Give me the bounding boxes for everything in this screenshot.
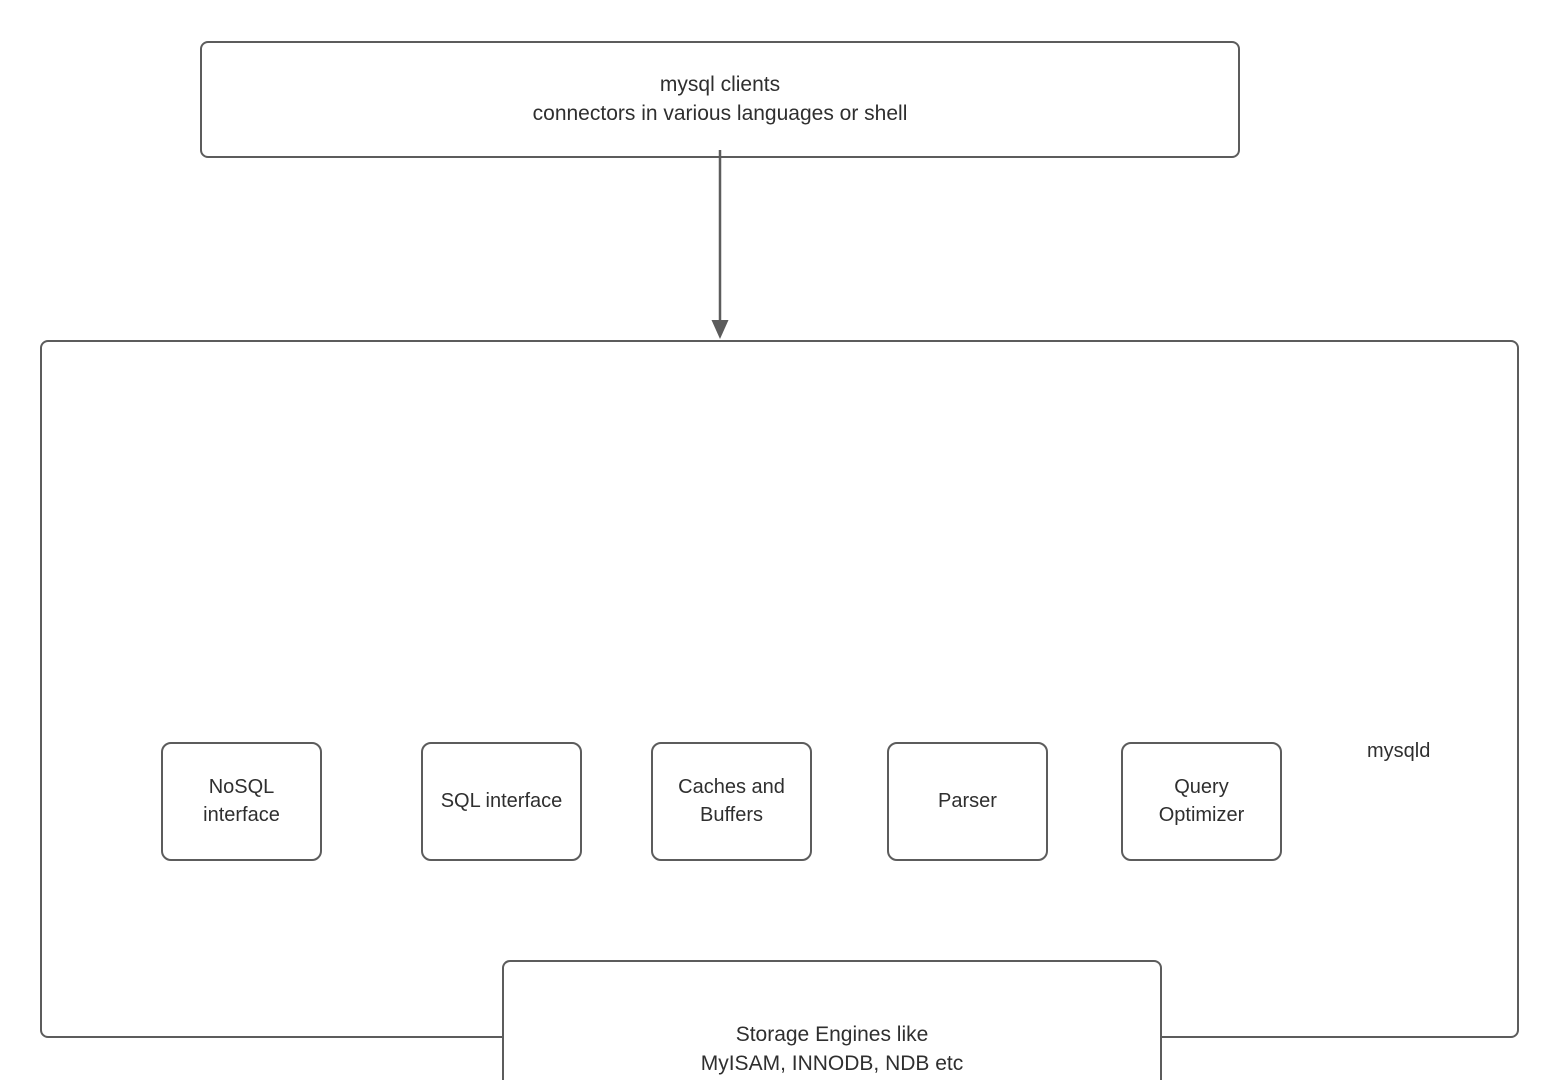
node-mysql-clients-label: mysql clients connectors in various lang… bbox=[532, 72, 908, 125]
connector-clients-to-mysqld bbox=[711, 150, 729, 339]
node-sql-interface[interactable]: SQL interface bbox=[421, 742, 582, 861]
node-caches-and-buffers-label: Caches and Buffers bbox=[678, 775, 785, 826]
mysqld-label: mysqld bbox=[1367, 740, 1431, 762]
node-nosql-interface-label: NoSQL interface bbox=[203, 775, 280, 826]
node-query-optimizer[interactable]: Query Optimizer bbox=[1121, 742, 1282, 861]
arrowhead-icon bbox=[711, 320, 729, 339]
node-mysqld-container[interactable]: mysqld NoSQL interface SQL interface Cac… bbox=[40, 340, 1519, 1080]
node-sql-interface-label: SQL interface bbox=[440, 789, 563, 812]
node-nosql-interface[interactable]: NoSQL interface bbox=[161, 742, 322, 861]
node-parser-label: Parser bbox=[938, 789, 997, 812]
node-parser[interactable]: Parser bbox=[887, 742, 1048, 861]
node-caches-and-buffers[interactable]: Caches and Buffers bbox=[651, 742, 812, 861]
node-query-optimizer-label: Query Optimizer bbox=[1158, 775, 1245, 826]
node-storage-engines[interactable]: Storage Engines like MyISAM, INNODB, NDB… bbox=[502, 960, 1162, 1080]
node-mysql-clients[interactable]: mysql clients connectors in various lang… bbox=[200, 41, 1240, 158]
node-storage-engines-label: Storage Engines like MyISAM, INNODB, NDB… bbox=[700, 1022, 964, 1075]
